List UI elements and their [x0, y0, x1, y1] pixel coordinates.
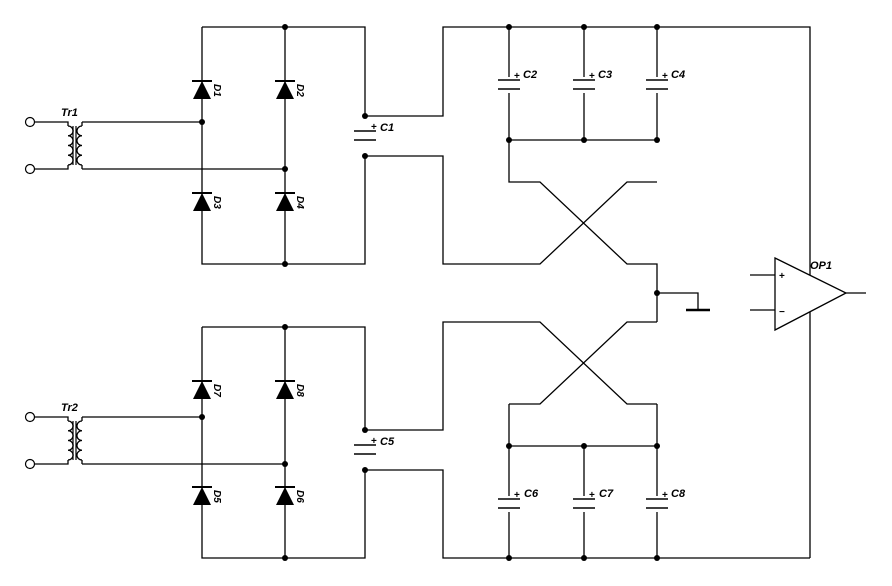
transformer-tr2: Tr2	[24, 402, 83, 470]
tr1-label: Tr1	[61, 107, 78, 119]
capacitor-c8: + C8	[646, 488, 686, 512]
capacitor-c7: + C7	[573, 488, 614, 512]
diode-d6: D6	[275, 486, 305, 505]
capacitor-c5: + C5	[354, 436, 395, 458]
c6-label: C6	[524, 488, 539, 500]
c4-label: C4	[671, 69, 685, 81]
tr1-input-terminal-1	[24, 116, 36, 128]
capacitor-c4: + C4	[646, 69, 685, 93]
capacitor-c6: + C6	[498, 488, 539, 512]
tr2-label: Tr2	[61, 402, 78, 414]
diode-d3: D3	[192, 192, 222, 211]
c2-polarity: +	[514, 71, 520, 82]
c1-polarity: +	[371, 122, 377, 133]
c5-label: C5	[380, 436, 395, 448]
opamp-input-wires	[750, 274, 866, 311]
capacitor-c1: + C1	[354, 122, 394, 144]
d2-label: D2	[294, 84, 305, 97]
c1-label: C1	[380, 122, 394, 134]
c2-label: C2	[523, 69, 537, 81]
c8-polarity: +	[662, 490, 668, 501]
tr1-input-terminal-2	[24, 163, 36, 175]
c6-polarity: +	[514, 490, 520, 501]
c7-polarity: +	[589, 490, 595, 501]
c4-polarity: +	[662, 71, 668, 82]
top-bridge-wiring	[82, 26, 811, 558]
capacitor-c2: + C2	[498, 69, 537, 93]
diode-d8: D8	[275, 380, 305, 399]
transformer-tr1: Tr1	[24, 107, 83, 175]
d3-label: D3	[211, 196, 222, 209]
ground-connection	[657, 292, 710, 312]
diode-d1: D1	[192, 80, 222, 99]
c8-label: C8	[671, 488, 686, 500]
c7-label: C7	[599, 488, 614, 500]
diode-d4: D4	[275, 192, 305, 211]
d7-label: D7	[211, 384, 222, 397]
junction-dots	[199, 24, 660, 561]
d8-label: D8	[294, 384, 305, 397]
c3-polarity: +	[589, 71, 595, 82]
d5-label: D5	[211, 490, 222, 503]
opamp-plus-sign: +	[779, 271, 785, 282]
d1-label: D1	[211, 84, 222, 97]
opamp-label: OP1	[810, 260, 832, 272]
capacitor-c3: + C3	[573, 69, 612, 93]
diode-d7: D7	[192, 380, 222, 399]
tr2-input-terminal-2	[24, 458, 36, 470]
d6-label: D6	[294, 490, 305, 503]
diode-d5: D5	[192, 486, 222, 505]
c3-label: C3	[598, 69, 612, 81]
d4-label: D4	[294, 196, 305, 209]
tr2-input-terminal-1	[24, 411, 36, 423]
bottom-bridge-wiring	[82, 321, 810, 559]
c5-polarity: +	[371, 436, 377, 447]
opamp-op1: + − OP1	[774, 256, 848, 332]
opamp-minus-sign: −	[779, 307, 785, 318]
diode-d2: D2	[275, 80, 305, 99]
